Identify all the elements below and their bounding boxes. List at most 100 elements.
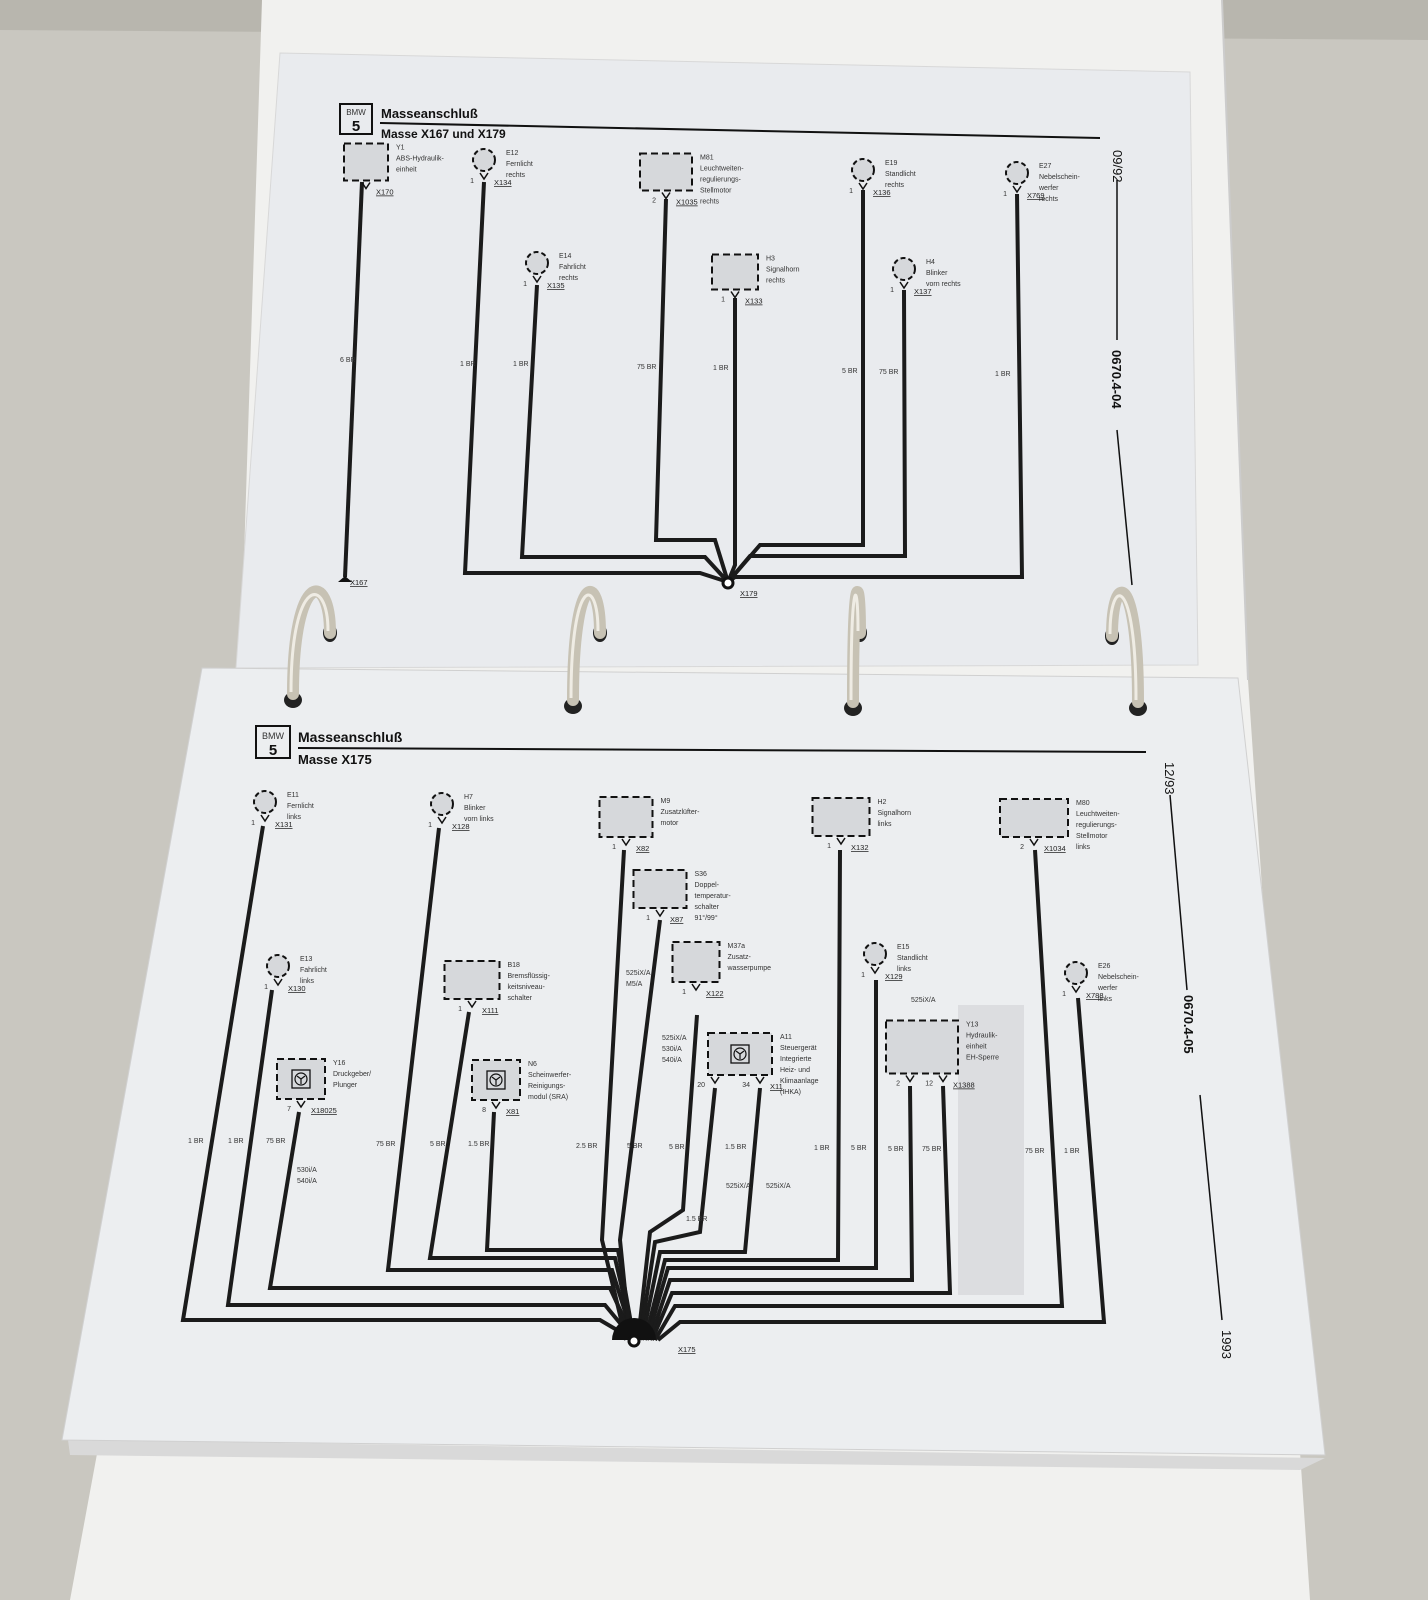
component-label-line: H4 [926, 259, 935, 266]
connector-label: X132 [851, 843, 869, 852]
wire-label: 5 BR [669, 1144, 685, 1151]
component-label-line: 91°/99° [695, 914, 718, 922]
logo-brand: BMW [346, 108, 366, 117]
pin-number: 1 [458, 1006, 462, 1013]
component-label-line: rechts [559, 275, 579, 282]
connector-pin-icon [479, 172, 489, 181]
component-label-line: Nebelschein- [1039, 174, 1081, 181]
wire-label: 75 BR [922, 1146, 941, 1153]
connector-pin-icon [691, 983, 701, 992]
pin-number: 20 [697, 1082, 705, 1089]
connector-label: X122 [706, 989, 724, 998]
connector-label: X82 [636, 844, 649, 853]
connector-label: X128 [452, 822, 470, 831]
connector-pin-icon [437, 816, 447, 825]
component-label-line: vorn links [464, 816, 494, 823]
pin-number: 12 [925, 1081, 933, 1088]
connector-label: X131 [275, 820, 293, 829]
binder-edge [1221, 0, 1249, 681]
wire-label: 1 BR [513, 361, 529, 368]
component-box [885, 1019, 959, 1075]
connector-label: X130 [288, 984, 306, 993]
pin-number: 7 [287, 1106, 291, 1113]
margin-date: 09/92 [1110, 150, 1125, 183]
wire-label: 5 BR [842, 368, 858, 375]
pin-number: 1 [861, 972, 865, 979]
variant-note: 525iX/A [662, 1035, 687, 1042]
pin-number: 1 [612, 844, 616, 851]
variant-note: 525iX/A [911, 997, 936, 1004]
component-label-line: Standlicht [897, 955, 928, 962]
lamp-symbol [525, 251, 549, 275]
component-label-line: temperatur- [695, 893, 732, 900]
ground-wire [648, 1085, 915, 1341]
lamp-symbol [851, 158, 875, 182]
component-label-line: Stellmotor [1076, 833, 1108, 840]
pin-number: 1 [890, 287, 894, 294]
ground-hub [627, 1334, 641, 1348]
component-m80: M80Leuchtweiten-regulierungs-Stellmotorl… [999, 798, 1120, 853]
component-label-line: Plunger [333, 1082, 358, 1089]
component-label-line: Scheinwerfer- [528, 1072, 572, 1079]
pin-number: 1 [264, 984, 268, 991]
wire-label: 1 BR [228, 1138, 244, 1145]
component-label-line: Bremsflüssig- [508, 973, 551, 980]
component-label-line: M37a [728, 943, 746, 950]
ground-hub [721, 576, 735, 590]
component-label-line: werfer [1038, 185, 1059, 192]
component-label-line: rechts [1039, 196, 1059, 203]
wire-label: 5 BR [430, 1141, 446, 1148]
bottom-page: BMW 5 Masseanschluß Masse X175 12/93 067… [61, 667, 1326, 1470]
top-wiring-diagram: Y1ABS-Hydraulik-einheitX170E12Fernlichtr… [338, 142, 1081, 598]
ground-wire [267, 1111, 636, 1341]
connector-label: X137 [914, 287, 932, 296]
top-page: BMW 5 Masseanschluß Masse X167 und X179 … [235, 52, 1199, 669]
component-label-line: einheit [396, 167, 417, 174]
component-box [671, 941, 721, 983]
bmw-logo: BMW 5 [339, 103, 373, 135]
wire-label: 1 BR [188, 1138, 204, 1145]
pin-number: 1 [251, 820, 255, 827]
ground-wire [636, 1014, 699, 1341]
variant-note: 540i/A [662, 1057, 682, 1064]
component-label-line: Druckgeber/ [333, 1071, 371, 1078]
connector-pin-icon [296, 1100, 306, 1109]
wire-label: 5 BR [888, 1146, 904, 1153]
component-box [711, 253, 759, 291]
wire-label: 1 BR [995, 371, 1011, 378]
component-label-line: Heiz- und [780, 1067, 810, 1074]
component-label-line: links [1098, 996, 1113, 1003]
connector-pin-icon [273, 978, 283, 987]
component-box [632, 869, 688, 909]
component-label-line: einheit [966, 1044, 987, 1051]
component-label-line: Zusatz- [728, 954, 752, 961]
binder-ring [1106, 586, 1144, 708]
logo-series: 5 [269, 742, 277, 759]
component-label-line: Doppel- [695, 882, 720, 889]
connector-pin-icon [938, 1075, 948, 1083]
component-label-line: wasserpumpe [727, 965, 772, 972]
connector-label: X18025 [311, 1106, 337, 1115]
pin-number: 1 [1062, 991, 1066, 998]
connector-label: X11 [770, 1082, 783, 1091]
component-box [999, 798, 1069, 838]
variant-note: 530i/A [297, 1167, 317, 1174]
component-label-line: S36 [695, 871, 708, 878]
ground-wire [343, 181, 364, 578]
component-label-line: N6 [528, 1061, 537, 1068]
component-label-line: Leuchtweiten- [700, 166, 744, 173]
connector-pin-icon [532, 275, 542, 284]
ground-wire [599, 849, 628, 1341]
variant-note: 540i/A [297, 1178, 317, 1185]
fan-icon [291, 1069, 311, 1089]
component-label-line: Fahrlicht [559, 264, 586, 271]
